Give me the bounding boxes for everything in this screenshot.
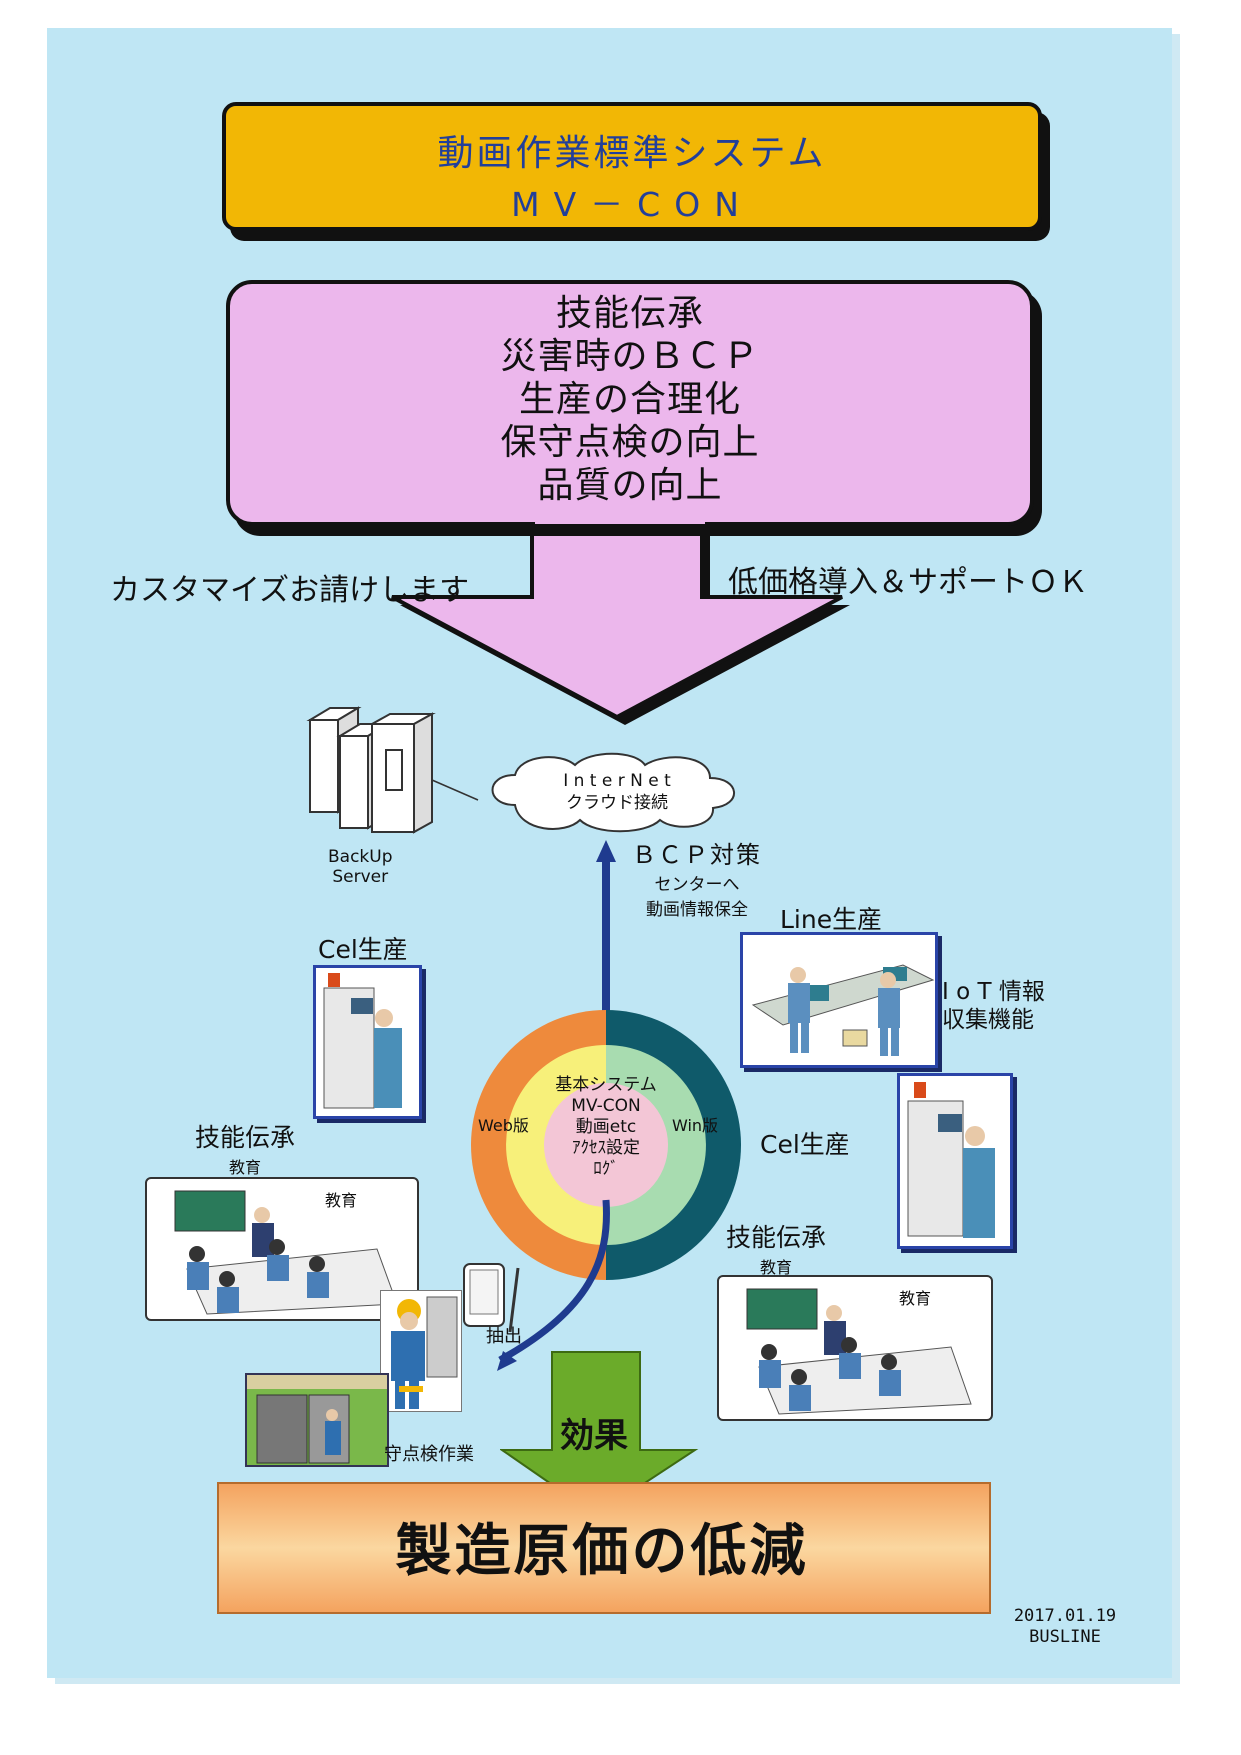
goal-item: 保守点検の向上 [500,422,760,463]
footer-date: 2017.01.19 [1013,1606,1117,1626]
customize-note: カスタマイズお請けします [110,573,470,608]
iot-label: I o T 情報 収集機能 [942,978,1045,1034]
classroom-left-image: 教育 [145,1177,419,1321]
backup-server-label: BackUp Server [328,847,393,887]
result-text: 製造原価の低減 [395,1518,809,1584]
cloud-label-line1: I n t e r N e t [563,771,671,791]
maintenance-worker-illustration [391,1296,458,1409]
core-line: 動画etc [575,1117,637,1137]
win-version-label: Win版 [672,1116,719,1135]
footer: 2017.01.19 BUSLINE [1010,1606,1120,1648]
result-box [217,1482,991,1614]
title-line2: MV－CON [511,185,753,224]
backup-label-line1: BackUp [328,847,393,867]
cel-production-right-illustration [907,1082,995,1238]
classroom-left-label: 教育 [325,1191,358,1210]
cel-production-left-illustration [323,973,402,1109]
bcp-sub1: センターへ [654,875,740,895]
title-box: 動画作業標準システム MV－CON [222,102,1042,231]
maintenance-worker-image [380,1290,462,1412]
skill-left-sub: 教育 [229,1158,262,1177]
skill-right-title: 技能伝承 [726,1223,827,1252]
line-production-image [740,932,938,1068]
cloud-label-line2: クラウド接続 [566,793,668,813]
backup-label-line2: Server [332,867,389,887]
goal-item: 品質の向上 [537,465,723,506]
core-line: ﾛｸﾞ [593,1159,619,1179]
iot-line2: 収集機能 [942,1007,1034,1033]
goal-item: 技能伝承 [555,293,704,334]
line-production-illustration [751,964,935,1056]
cloud-label: I n t e r N e t クラウド接続 [527,770,707,814]
footer-company: BUSLINE [1029,1627,1101,1647]
cel-production-left-label: Cel生産 [318,935,408,964]
skill-right-sub: 教育 [760,1258,793,1277]
goals-list: 技能伝承 災害時のＢＣＰ 生産の合理化 保守点検の向上 品質の向上 [226,292,1034,507]
core-line: 基本システム [555,1075,657,1095]
maintenance-site-image [245,1373,389,1467]
classroom-left-illustration [174,1190,398,1315]
cel-production-right-label: Cel生産 [760,1130,850,1159]
bcp-title: ＢＣＰ対策 [632,841,762,869]
skill-right-label: 技能伝承 教育 [726,1218,826,1278]
bcp-sub2: 動画情報保全 [646,900,748,920]
goal-item: 生産の合理化 [518,379,741,420]
maintenance-site-illustration [247,1375,387,1464]
goals-arrow-joint [535,512,705,524]
skill-left-label: 技能伝承 教育 [195,1118,295,1178]
web-version-label: Web版 [478,1116,529,1135]
classroom-right-label: 教育 [899,1289,932,1308]
effect-label: 効果 [560,1416,628,1456]
core-system-text: 基本システム MV-CON 動画etc ｱｸｾｽ設定 ﾛｸﾞ [536,1075,676,1180]
line-production-label: Line生産 [780,905,883,934]
cloud-icon [491,752,735,833]
extract-label: 抽出 [486,1326,522,1347]
classroom-right-illustration [746,1288,972,1415]
goals-box [226,280,1034,526]
iot-line1: I o T 情報 [942,979,1045,1005]
core-system-diagram [471,840,741,1360]
core-line: ｱｸｾｽ設定 [572,1138,640,1158]
cel-production-right-image [897,1073,1013,1249]
backup-server-icon [306,706,479,834]
core-line: MV-CON [571,1096,641,1116]
bcp-label: ＢＣＰ対策 センターへ 動画情報保全 [632,835,762,920]
skill-left-title: 技能伝承 [195,1123,296,1152]
tablet-icon [463,1263,520,1333]
goal-item: 災害時のＢＣＰ [500,336,760,377]
classroom-right-image: 教育 [717,1275,993,1421]
title-line1: 動画作業標準システム [437,133,827,174]
cel-production-left-image [313,965,422,1119]
extract-arrowhead [497,1351,517,1371]
pricing-note: 低価格導入＆サポートＯＫ [728,565,1088,600]
maintenance-label: 守点検作業 [384,1444,474,1465]
